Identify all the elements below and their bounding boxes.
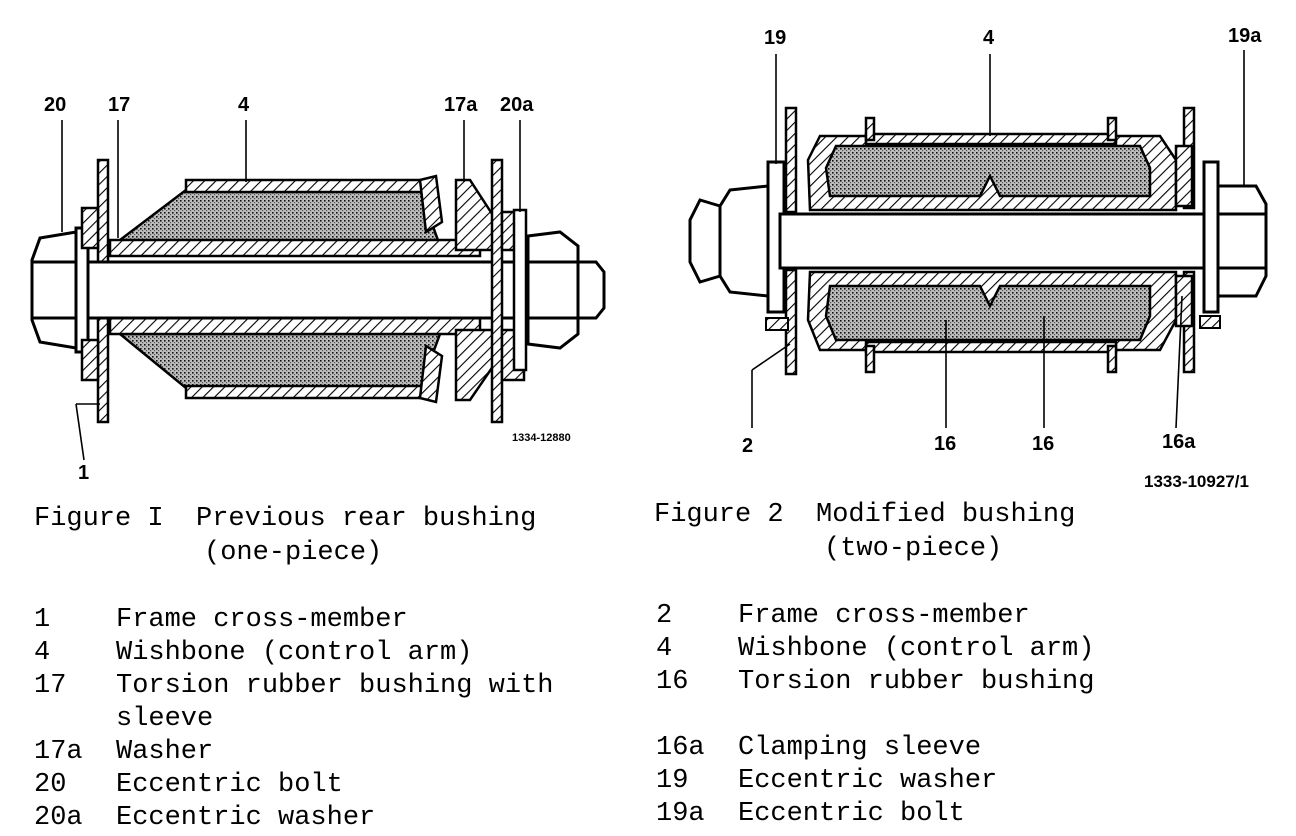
fig2-callout-4: 4	[983, 27, 995, 49]
legend-text: Eccentric bolt	[116, 770, 343, 800]
legend-text: Torsion rubber bushing	[738, 667, 1095, 697]
legend-num: 19a	[656, 799, 705, 829]
legend-text: Washer	[116, 737, 214, 767]
fig1-washer-17a	[454, 178, 498, 402]
legend-item: 17a Washer	[34, 736, 614, 769]
legend-num: 19	[656, 766, 689, 796]
legend-num	[34, 703, 116, 736]
fig1-legend: 1 Frame cross-member 4 Wishbone (control a…	[34, 604, 614, 835]
fig2-callout-2: 2	[742, 435, 754, 457]
fig2-drawing-code: 1333-10927/1	[1144, 472, 1249, 491]
legend-text: Wishbone (control arm)	[116, 638, 473, 668]
fig1-callout-17a: 17a	[444, 94, 478, 116]
legend-text: Clamping sleeve	[738, 733, 982, 763]
legend-text: Frame cross-member	[738, 601, 1030, 631]
legend-text: Wishbone (control arm)	[738, 634, 1095, 664]
fig2-leader-lines	[751, 50, 1245, 429]
fig1-callout-20: 20	[44, 94, 67, 116]
fig2-legend: 2 Frame cross-member 4 Wishbone (control a…	[656, 600, 1276, 831]
legend-text: Eccentric washer	[116, 803, 376, 833]
fig2-caption-subtitle: (two-piece)	[824, 534, 1003, 564]
legend-num: 4	[656, 634, 673, 664]
legend-num: 2	[656, 601, 673, 631]
legend-text: Frame cross-member	[116, 605, 408, 635]
legend-num: 1	[34, 605, 51, 635]
legend-num: 17	[34, 671, 67, 701]
legend-text: Eccentric washer	[738, 766, 998, 796]
fig1-leader-lines	[61, 120, 521, 461]
fig2-torsion-bushing	[806, 134, 1178, 352]
legend-num: 17a	[34, 737, 83, 767]
legend-num: 20	[34, 770, 67, 800]
fig1-callout-4: 4	[238, 94, 250, 116]
legend-item: 1 Frame cross-member	[34, 604, 614, 637]
fig2-bolt-shaft	[778, 212, 1206, 270]
fig1-nut	[526, 230, 606, 350]
legend-num: 20a	[34, 803, 83, 833]
legend-item: 20 Eccentric bolt	[34, 769, 614, 802]
legend-item: 2 Frame cross-member	[656, 600, 1276, 633]
fig1-eccentric-washer-right	[490, 158, 528, 424]
fig1-caption-title: Figure I Previous rear bushing	[34, 504, 537, 534]
fig2-nut	[688, 184, 770, 298]
legend-item: 20a Eccentric washer	[34, 802, 614, 835]
legend-item: sleeve	[34, 703, 614, 736]
fig2-callout-19: 19	[764, 27, 787, 49]
fig1-callout-1: 1	[78, 462, 90, 484]
fig1-wishbone	[184, 174, 444, 404]
legend-item: 16a Clamping sleeve	[656, 732, 1276, 765]
fig2-callout-16a: 16a	[1162, 431, 1196, 453]
legend-text: Eccentric bolt	[738, 799, 965, 829]
fig1-callout-20a: 20a	[500, 94, 534, 116]
legend-item	[656, 699, 1276, 732]
fig2-callout-16-right: 16	[1032, 433, 1055, 455]
legend-item: 19 Eccentric washer	[656, 765, 1276, 798]
legend-text	[738, 699, 754, 732]
fig2-clamping-sleeve	[1174, 144, 1194, 328]
legend-item: 19a Eccentric bolt	[656, 798, 1276, 831]
legend-num: 4	[34, 638, 51, 668]
fig1-bolt-shaft	[86, 260, 530, 320]
legend-num	[656, 699, 738, 732]
fig1-caption-subtitle: (one-piece)	[204, 538, 383, 568]
legend-num: 16	[656, 667, 689, 697]
fig1-drawing-code: 1334-12880	[512, 432, 571, 444]
legend-text: Torsion rubber bushing with	[116, 671, 554, 701]
fig2-caption-title: Figure 2 Modified bushing	[654, 500, 1076, 530]
fig2-callout-16-left: 16	[934, 433, 957, 455]
fig1-callout-17: 17	[108, 94, 131, 116]
legend-text: sleeve	[116, 704, 214, 734]
fig2-callout-19a: 19a	[1228, 25, 1262, 47]
fig2-wishbone	[864, 116, 1118, 374]
fig2-eccentric-bolt-head	[1199, 160, 1268, 329]
legend-num: 16a	[656, 733, 705, 763]
legend-item: 4 Wishbone (control arm)	[656, 633, 1276, 666]
legend-item: 4 Wishbone (control arm)	[34, 637, 614, 670]
legend-item: 16 Torsion rubber bushing	[656, 666, 1276, 699]
legend-item: 17 Torsion rubber bushing with	[34, 670, 614, 703]
